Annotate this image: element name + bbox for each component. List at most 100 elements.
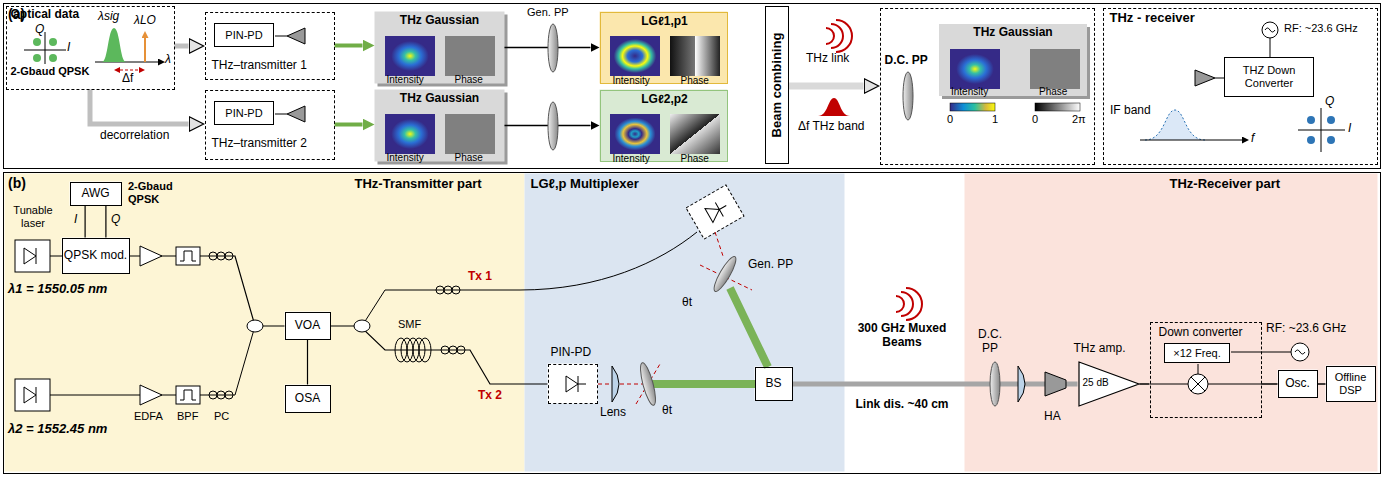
constellation-diagram — [33, 54, 41, 62]
beam-profile-image — [610, 114, 660, 154]
node-text: Phase — [455, 74, 483, 86]
node-text: Intensity — [387, 152, 424, 164]
drawing-layer — [85, 46, 1325, 385]
connector — [331, 326, 548, 384]
node-text: Phase — [681, 153, 709, 165]
dsp-box: Offline DSP — [1326, 366, 1376, 402]
beam-profile-image — [1030, 49, 1080, 89]
beam-splitter: BS — [755, 367, 793, 401]
optical-spectrum — [102, 28, 126, 62]
annotation-label: Gen. PP — [748, 258, 793, 272]
phase-plate — [548, 24, 913, 150]
fiber-coupler — [354, 320, 370, 332]
node-title: PIN-PD — [551, 346, 592, 360]
node-title: AWG — [81, 187, 109, 201]
thz-wave-icon — [896, 288, 922, 320]
box-fill — [62, 238, 130, 274]
connector — [105, 206, 106, 238]
node-title: THz amp. — [1074, 342, 1126, 356]
annotation-label: λ2 = 1552.45 nm — [8, 422, 107, 437]
beam-profile-box: THz GaussianIntensityPhase — [375, 90, 505, 162]
phase-plate — [990, 362, 1000, 406]
annotation-label: 0 — [1032, 113, 1038, 126]
node-text: Intensity — [387, 74, 424, 86]
fiber-spool — [395, 338, 431, 362]
amplifier-triangle — [1079, 362, 1139, 406]
polarization-controller — [209, 391, 217, 399]
beam-profile-image — [670, 114, 720, 154]
horn-antenna — [1195, 70, 1215, 86]
annotation-label: I — [1348, 122, 1351, 136]
annotation-label: Link dis. ~40 cm — [852, 398, 952, 412]
box-fill — [600, 12, 728, 84]
box-fill — [939, 24, 1087, 96]
phase-plate — [637, 361, 658, 406]
connector — [84, 206, 85, 238]
node-title: PIN-PD — [225, 29, 262, 42]
node-text: Phase — [1039, 86, 1067, 98]
polarization-controller — [452, 286, 460, 294]
fiber-line — [50, 232, 697, 395]
bandpass-filter — [176, 247, 200, 404]
edge-label: Tx 2 — [478, 389, 502, 403]
bandpass-filter — [180, 390, 196, 400]
laser-source — [15, 240, 50, 272]
annotation-label: RF: ~23.6 GHz — [1266, 322, 1346, 336]
node-text: Intensity — [951, 86, 988, 98]
node-title: LGℓ1,p1 — [601, 15, 729, 29]
horn-antenna — [1195, 70, 1225, 86]
node-title: OSA — [295, 392, 320, 406]
horn-antenna — [287, 28, 305, 44]
connector — [335, 44, 363, 48]
edge-label: decorrelation — [100, 129, 169, 143]
connector — [1140, 383, 1150, 385]
colorbar — [950, 103, 995, 111]
optical-amplifier — [140, 385, 162, 405]
lens — [1018, 366, 1025, 402]
box-fill — [214, 101, 274, 125]
thz-band-pulse — [818, 98, 850, 116]
annotation-label: 0 — [947, 113, 953, 126]
polarization-controller — [225, 391, 233, 399]
laser-source — [24, 248, 36, 264]
annotation-label: θt — [662, 404, 672, 418]
annotation-label: Tunable laser — [8, 204, 58, 229]
polarization-controller — [441, 346, 449, 354]
node-title: QPSK mod. — [64, 249, 127, 263]
edge-label: Q — [111, 213, 120, 227]
transmitter-box: THz–transmitter 2PIN-PD — [205, 90, 335, 160]
connector — [789, 83, 864, 90]
horn-antenna — [1045, 372, 1066, 396]
polarization-controller — [444, 286, 452, 294]
node-title: VOA — [295, 319, 320, 333]
beam-profile-image — [445, 36, 495, 76]
connector — [335, 123, 363, 127]
box-fill — [1278, 370, 1318, 398]
constellation-diagram — [49, 38, 57, 46]
node-text: 2-Gbaud QPSK — [11, 65, 90, 78]
annotation-label: D.C. PP — [970, 328, 1010, 356]
connector — [1262, 383, 1278, 385]
node-title: LGℓ2,p2 — [601, 93, 729, 107]
multiplexer-region: LGℓ,p MultiplexerPIN-PDBS — [525, 174, 845, 472]
constellation-diagram — [1307, 136, 1315, 144]
box-fill — [70, 182, 122, 206]
annotation-label: BPF — [177, 410, 198, 423]
photodiode-box: PIN-PD — [214, 101, 274, 125]
annotation-label: I — [67, 41, 70, 55]
annotation-label: Q — [35, 23, 44, 37]
node-title: Optical data — [11, 8, 80, 22]
node-title: Osc. — [1285, 377, 1310, 391]
annotation-label: EDFA — [134, 410, 163, 423]
annotation-label: 2-Gbaud QPSK — [128, 180, 180, 205]
node-title: THz Gaussian — [939, 26, 1087, 40]
constellation-diagram — [1298, 108, 1345, 152]
polarization-controller — [217, 252, 225, 260]
optical-amplifier — [140, 246, 162, 405]
annotation-label: 300 GHz Muxed Beams — [852, 322, 952, 350]
down-converter-box: THZ Down Converter — [1224, 57, 1314, 97]
connector — [90, 90, 189, 125]
horn-antenna — [287, 106, 305, 122]
box-fill — [285, 385, 331, 413]
